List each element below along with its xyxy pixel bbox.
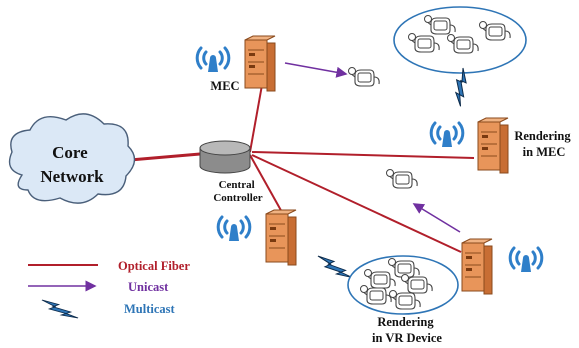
legend-item-unicast: Unicast (28, 280, 169, 294)
lightning-bolt-icon (41, 299, 79, 319)
central-controller-label-line2: Controller (213, 192, 262, 204)
multicast-group-top (393, 6, 527, 74)
central-controller-label-line1: Central (219, 179, 255, 191)
rendering-in-mec-label-line2: in MEC (523, 145, 566, 159)
vr-headset-icon (347, 66, 380, 87)
unicast-arrow-mec (284, 62, 348, 78)
fiber-controller-to-mec (249, 84, 263, 153)
rendering-in-mec-label-line1: Rendering (514, 129, 571, 143)
server-icon (477, 117, 509, 174)
legend-label: Multicast (124, 302, 176, 316)
server-icon (265, 209, 297, 266)
multicast-group-bottom (347, 255, 459, 315)
vr-headset-icon (385, 168, 418, 189)
mec-label: MEC (210, 79, 239, 93)
legend: Optical Fiber Unicast Multicast (28, 259, 190, 319)
core-network-label: Core Network (40, 143, 104, 186)
fiber-controller-to-rendering-mec (251, 151, 475, 159)
central-controller: Central Controller (199, 140, 263, 204)
mec-node: MEC (195, 35, 276, 93)
core-network-label-line2: Network (40, 167, 104, 186)
legend-item-optical-fiber: Optical Fiber (28, 259, 190, 273)
database-icon (199, 140, 251, 174)
rendering-in-vr-label-line2: in VR Device (372, 331, 442, 345)
fiber-controller-to-bottom-server (249, 154, 284, 215)
antenna-icon (429, 121, 465, 149)
multicast-source-node (216, 209, 297, 266)
rendering-in-vr-label: Rendering in VR Device (372, 315, 442, 345)
fiber-controller-to-vr-server (251, 154, 462, 253)
unicast-arrow-vr (412, 203, 461, 233)
fiber-core-to-controller (129, 152, 201, 162)
core-network-label-line1: Core (52, 143, 88, 162)
server-icon (244, 35, 276, 92)
rendering-in-mec-node: Rendering in MEC (429, 117, 573, 174)
optical-fiber-links (129, 84, 475, 253)
cloud-icon (8, 113, 136, 204)
antenna-icon (195, 46, 231, 74)
core-network-cloud: Core Network (8, 113, 136, 204)
rendering-in-vr-label-line1: Rendering (377, 315, 434, 329)
rendering-in-mec-label: Rendering in MEC (514, 129, 573, 159)
rendering-in-vr-node: Rendering in VR Device (372, 238, 544, 345)
legend-label: Unicast (128, 280, 169, 294)
central-controller-label: Central Controller (213, 179, 262, 204)
antenna-icon (508, 246, 544, 274)
lightning-bolt-icon (317, 255, 354, 279)
legend-label: Optical Fiber (118, 259, 190, 273)
antenna-icon (216, 215, 252, 243)
legend-item-multicast: Multicast (41, 299, 176, 319)
server-icon (461, 238, 493, 295)
